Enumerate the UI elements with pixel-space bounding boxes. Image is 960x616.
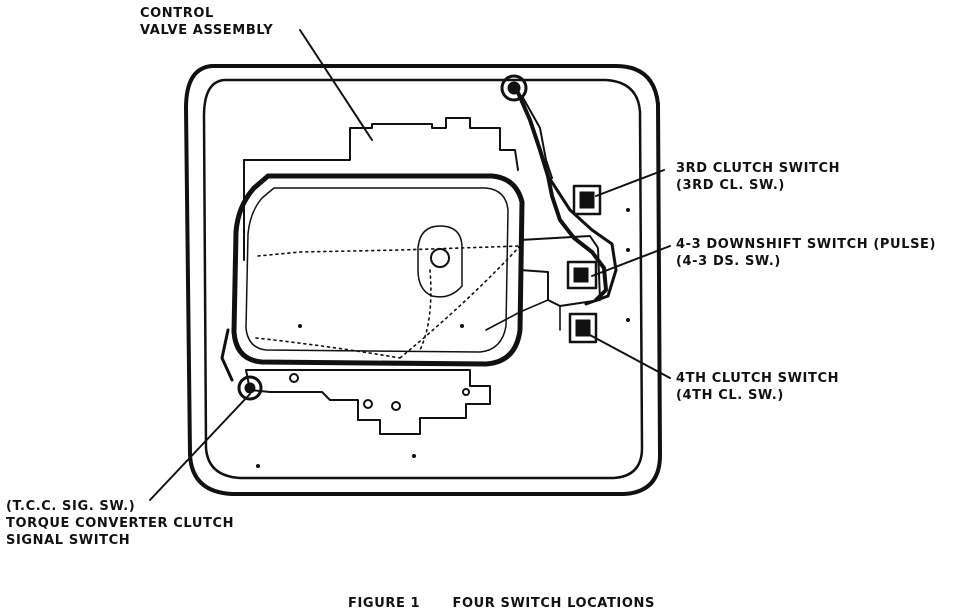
figure-caption: FIGURE 1 FOUR SWITCH LOCATIONS [348, 595, 655, 612]
leader-downshift [591, 245, 671, 277]
filter-port [430, 248, 450, 268]
filter-outline [231, 173, 525, 367]
downshift-switch-label: 4-3 DOWNSHIFT SWITCH (PULSE) (4-3 DS. SW… [676, 237, 937, 269]
screen-pattern [255, 245, 521, 359]
lower-plate [245, 369, 491, 435]
third-clutch-switch-label: 3RD CLUTCH SWITCH (3RD CL. SW.) [676, 161, 841, 193]
figure-number: FIGURE 1 [348, 596, 421, 611]
leader-fourth-clutch [587, 333, 671, 379]
tcc-switch-label: (T.C.C. SIG. SW.) TORQUE CONVERTER CLUTC… [6, 499, 235, 548]
tcc-switch [237, 375, 263, 401]
third-clutch-switch [572, 184, 602, 216]
case-outer-outline [184, 64, 662, 496]
grommet-connector [500, 74, 528, 102]
figure-title: FOUR SWITCH LOCATIONS [452, 596, 655, 611]
leader-control-valve [299, 29, 373, 141]
leader-third-clutch [595, 169, 665, 197]
case-inner-outline [202, 78, 644, 480]
valve-body-top [243, 117, 519, 171]
leader-tcc [149, 393, 251, 501]
fourth-clutch-switch [568, 312, 598, 344]
filter-inner [245, 187, 509, 353]
control-valve-label: CONTROL VALVE ASSEMBLY [140, 6, 274, 38]
wire-harness [514, 86, 608, 302]
fourth-clutch-switch-label: 4TH CLUTCH SWITCH (4TH CL. SW.) [676, 371, 840, 403]
